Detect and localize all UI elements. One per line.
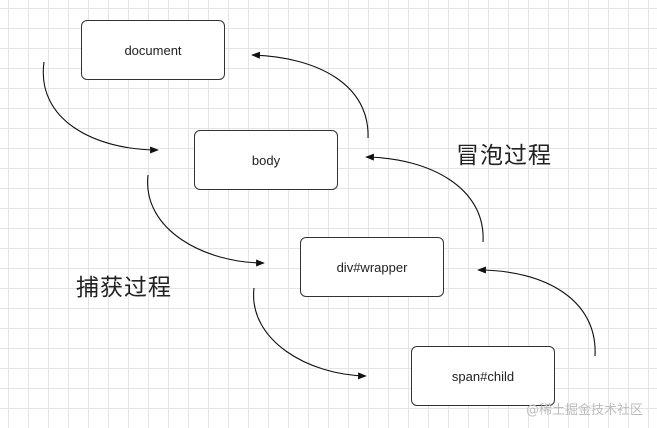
bubble-arrow-wrapper-body <box>365 153 484 243</box>
child-node-label: span#child <box>451 368 515 384</box>
capture-phase-label: 捕获过程 <box>76 275 172 301</box>
document-node: document <box>81 20 225 80</box>
body-node: body <box>194 130 338 190</box>
wrapper-node-label: div#wrapper <box>336 259 408 275</box>
child-node: span#child <box>411 346 555 406</box>
document-node-label: document <box>124 42 182 58</box>
watermark: @稀土掘金技术社区 <box>525 403 643 418</box>
bubble-phase-label: 冒泡过程 <box>456 143 552 169</box>
capture-arrow-wrapper-child <box>253 287 367 380</box>
bubble-arrow-child-wrapper <box>477 266 596 357</box>
body-node-label: body <box>251 152 281 168</box>
wrapper-node: div#wrapper <box>300 237 444 297</box>
capture-arrow-document-body <box>42 61 159 154</box>
capture-arrow-body-wrapper <box>147 174 265 267</box>
bubble-arrow-body-document <box>251 51 369 139</box>
